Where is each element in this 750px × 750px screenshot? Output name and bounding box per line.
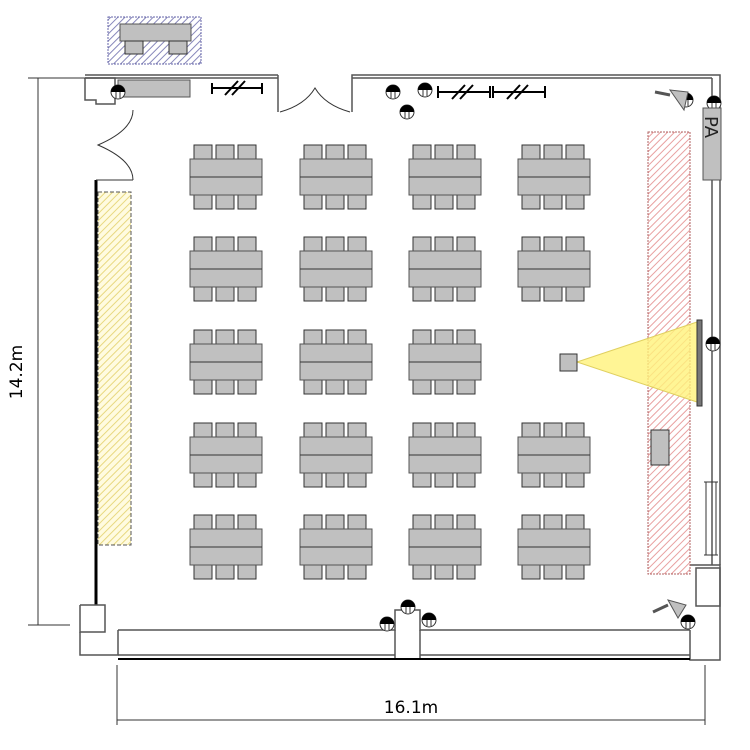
outlet-icon — [385, 84, 401, 100]
table-layout — [189, 144, 591, 580]
table-group — [299, 144, 373, 210]
pa-label: PA — [700, 116, 721, 139]
speaker-icon — [654, 89, 689, 112]
width-dimension — [116, 665, 706, 725]
height-label: 14.2m — [7, 345, 27, 399]
table-group — [517, 422, 591, 488]
table-group — [189, 236, 263, 302]
speaker-icon — [652, 599, 687, 619]
table-group — [299, 329, 373, 395]
outside-reception-desk — [107, 16, 202, 65]
outlet-icon — [417, 82, 433, 98]
table-group — [408, 514, 482, 580]
outlet-icon — [110, 84, 126, 100]
double-door-top[interactable] — [279, 87, 351, 113]
pa-rack: PA — [700, 107, 722, 181]
outlet-icon — [705, 336, 721, 352]
table-group — [299, 514, 373, 580]
projector-icon — [559, 353, 578, 372]
outlet-icon — [421, 612, 437, 628]
projector-setup — [559, 319, 718, 556]
window-blind-markers — [211, 80, 546, 100]
height-dimension — [28, 77, 85, 626]
width-label: 16.1m — [384, 698, 438, 718]
power-outlets — [110, 82, 722, 632]
table-group — [408, 329, 482, 395]
table-group — [408, 236, 482, 302]
table-group — [189, 422, 263, 488]
table-group — [517, 144, 591, 210]
table-group — [408, 422, 482, 488]
table-group — [517, 236, 591, 302]
lectern — [650, 429, 670, 466]
table-group — [517, 514, 591, 580]
table-group — [408, 144, 482, 210]
outlet-icon — [680, 614, 696, 630]
table-group — [299, 422, 373, 488]
table-group — [299, 236, 373, 302]
table-group — [189, 329, 263, 395]
outlet-icon — [400, 599, 416, 615]
counter — [117, 79, 191, 98]
outlet-icon — [399, 104, 415, 120]
outlet-icon — [379, 616, 395, 632]
double-door-left[interactable] — [96, 109, 134, 181]
table-group — [189, 514, 263, 580]
left-wall-zone — [97, 191, 132, 546]
table-group — [189, 144, 263, 210]
projection-screen — [696, 319, 703, 407]
